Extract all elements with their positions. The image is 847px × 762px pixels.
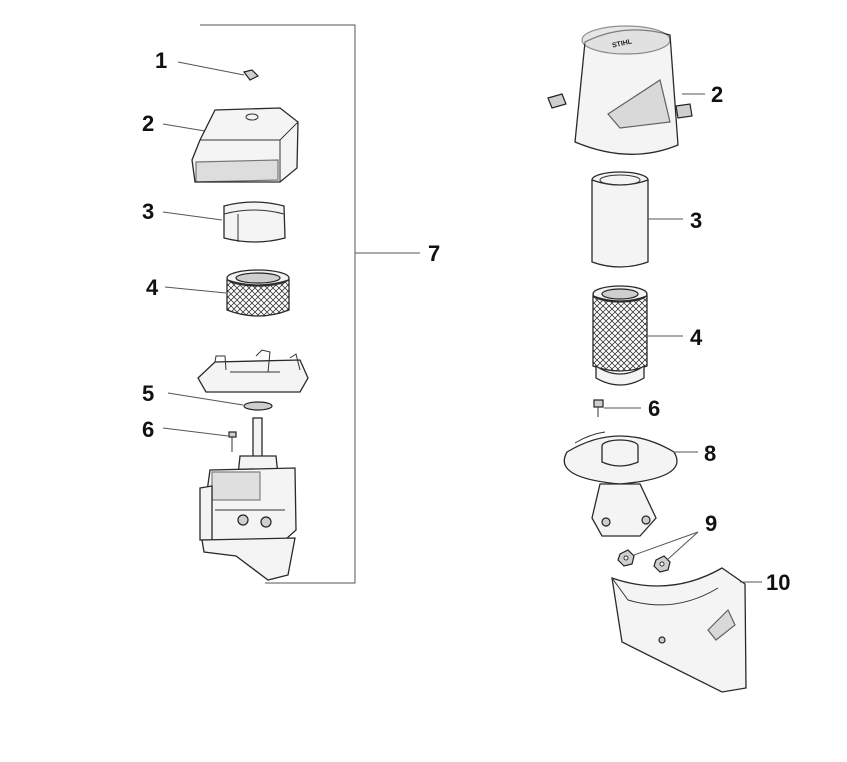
part-9-nuts	[617, 531, 699, 573]
callout-right-6: 6	[648, 396, 660, 421]
part-6-bolt-right	[593, 399, 641, 417]
callout-6: 6	[142, 417, 154, 442]
right-assembly: STIHL	[547, 25, 790, 693]
callout-right-10: 10	[766, 570, 790, 595]
part-2-filter-cover	[162, 107, 299, 183]
part-1-wing-screw	[177, 61, 260, 81]
carburetor-housing	[199, 417, 297, 581]
callout-4: 4	[146, 275, 159, 300]
part-2-round-cover: STIHL	[547, 25, 705, 155]
filter-base-plate	[197, 349, 309, 393]
part-4-mesh-filter	[164, 269, 290, 317]
cover-logo: STIHL	[612, 38, 634, 49]
callout-right-8: 8	[704, 441, 716, 466]
part-3-sleeve	[162, 201, 286, 243]
callout-right-2: 2	[711, 82, 723, 107]
callout-5: 5	[142, 381, 154, 406]
part-8-filter-base	[563, 431, 698, 537]
part-10-shroud	[611, 567, 762, 693]
callout-3: 3	[142, 199, 154, 224]
part-5-washer	[167, 392, 273, 411]
part-4-cylinder-mesh-filter	[592, 285, 683, 386]
assembly-bracket	[200, 24, 356, 584]
callout-right-9: 9	[705, 511, 717, 536]
callout-1: 1	[155, 48, 167, 73]
part-6-bolt	[162, 427, 237, 452]
callout-7: 7	[428, 241, 440, 266]
part-3-cylinder-sleeve	[591, 171, 683, 268]
callout-right-4: 4	[690, 325, 703, 350]
callout-2: 2	[142, 111, 154, 136]
left-assembly: 1 2 3 4 5 6 7	[142, 24, 440, 584]
callout-right-3: 3	[690, 208, 702, 233]
